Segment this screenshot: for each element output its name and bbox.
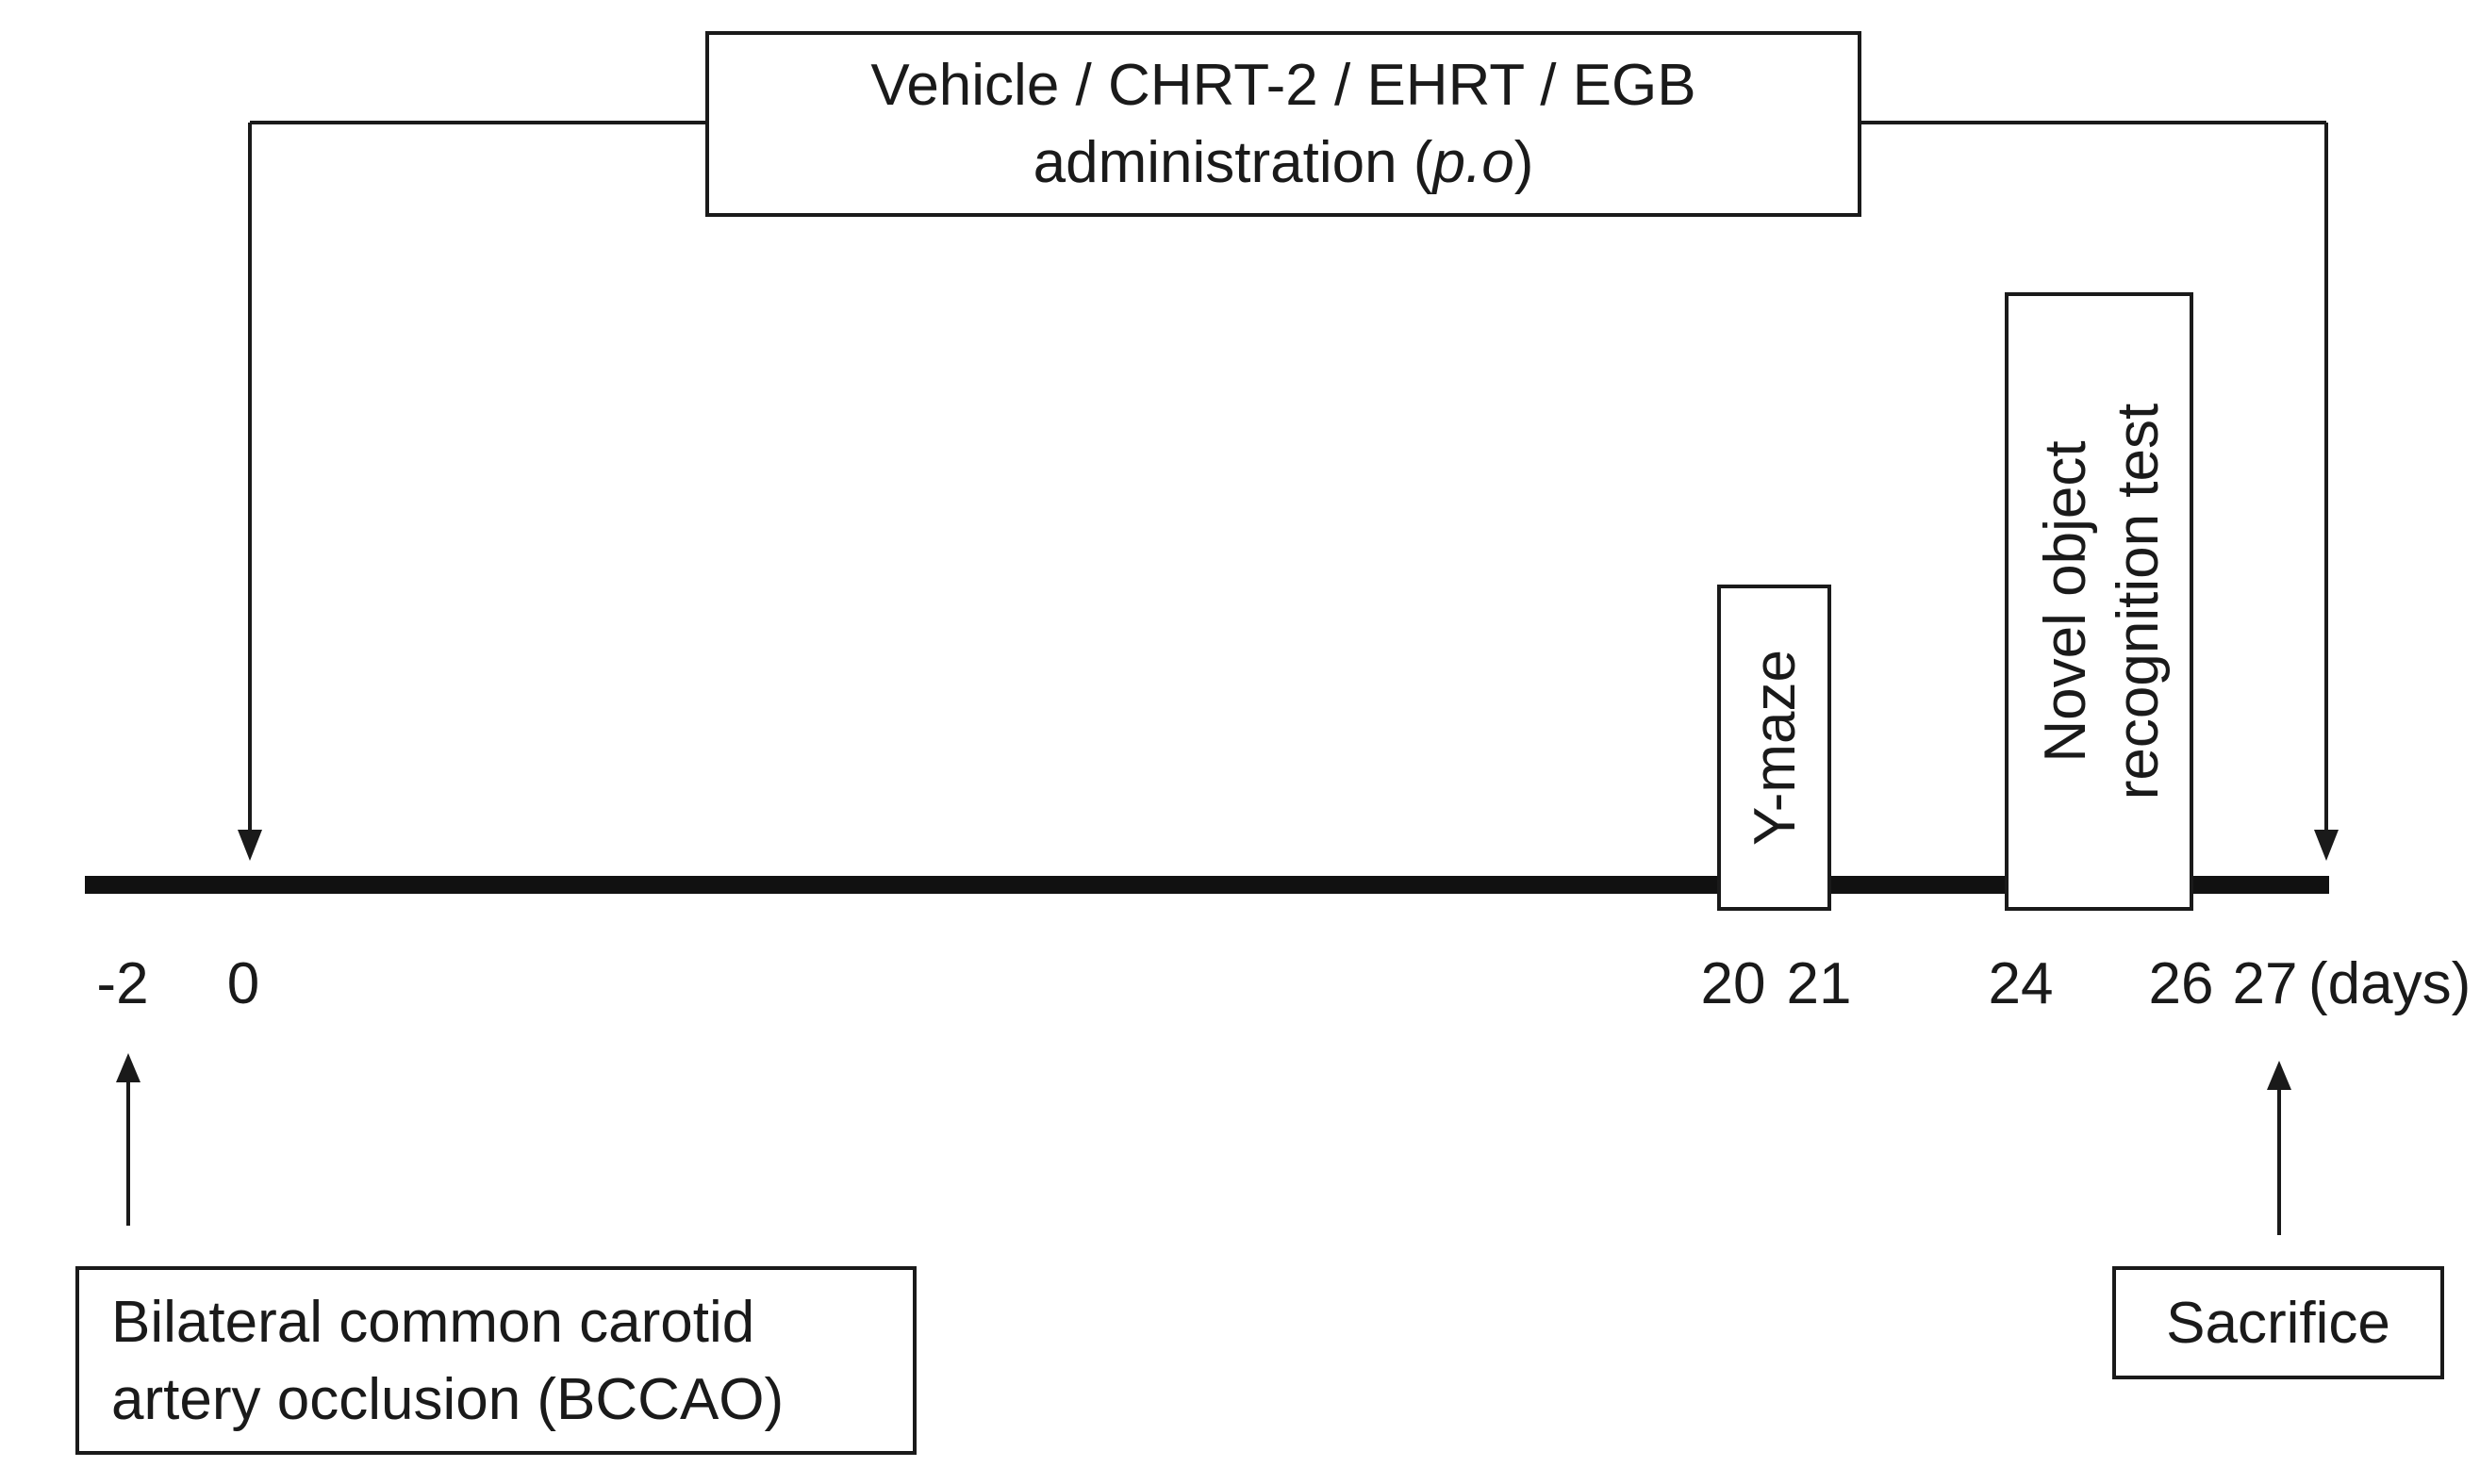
tick-label-24: 24 [1989, 951, 2054, 1016]
sacrifice-box: Sacrifice [2112, 1266, 2444, 1379]
bccao-box: Bilateral common carotid artery occlusio… [75, 1266, 917, 1455]
administration-box: Vehicle / CHRT-2 / EHRT / EGB administra… [705, 31, 1861, 217]
tick-label-minus-2: -2 [96, 951, 148, 1016]
administration-line-2: administration (p.o) [1033, 130, 1534, 195]
sacrifice-box-frame [2112, 1266, 2444, 1379]
sacrifice-label: Sacrifice [2166, 1291, 2390, 1356]
admin-start-arrowhead [238, 830, 262, 861]
timeline-tick-labels: -2 0 20 21 24 26 27 (days) [96, 951, 2471, 1016]
bccao-line-2: artery occlusion (BCCAO) [111, 1367, 784, 1432]
tick-label-26: 26 [2149, 951, 2214, 1016]
ymaze-box-frame [1717, 585, 1831, 911]
timeline-bar [85, 876, 2329, 894]
tick-label-20: 20 [1701, 951, 1766, 1016]
ymaze-box: Y-maze [1717, 585, 1831, 911]
novel-object-recognition-line-1: Novel object [2033, 440, 2098, 762]
novel-object-recognition-box: Novel object recognition test [2005, 292, 2193, 911]
tick-label-27: 27 [2233, 951, 2298, 1016]
administration-route-italic: p.o [1430, 130, 1513, 195]
bccao-box-frame [75, 1266, 917, 1455]
administration-line-2-suffix: ) [1514, 130, 1534, 195]
tick-label-21: 21 [1787, 951, 1852, 1016]
bccao-arrowhead [116, 1053, 141, 1082]
tick-label-0: 0 [227, 951, 259, 1016]
admin-end-arrowhead [2314, 830, 2339, 861]
bccao-line-1: Bilateral common carotid [111, 1290, 754, 1355]
novel-object-recognition-box-frame [2005, 292, 2193, 911]
administration-box-frame [705, 31, 1861, 217]
novel-object-recognition-line-2: recognition test [2106, 404, 2171, 800]
administration-line-2-prefix: administration ( [1033, 130, 1433, 195]
administration-line-1: Vehicle / CHRT-2 / EHRT / EGB [870, 53, 1695, 118]
ymaze-label: Y-maze [1743, 650, 1808, 846]
timeline-unit-label: (days) [2308, 951, 2471, 1016]
sacrifice-arrowhead [2267, 1061, 2291, 1090]
